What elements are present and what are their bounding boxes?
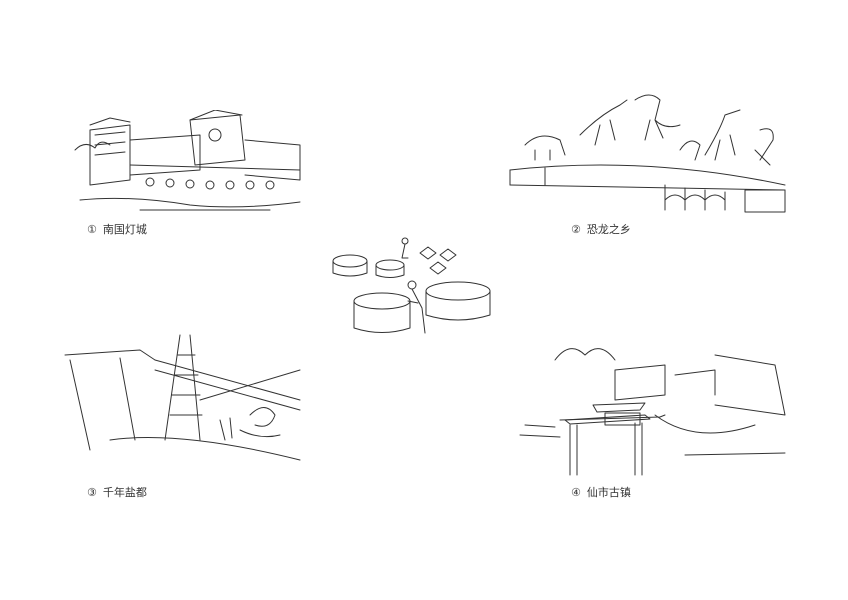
caption-label: 恐龙之乡 bbox=[586, 223, 631, 236]
caption-salt-capital: ③ 千年盐都 bbox=[87, 484, 147, 500]
salt-workers-sketch bbox=[330, 233, 500, 343]
caption-number: ② bbox=[571, 223, 581, 236]
caption-ancient-town: ④ 仙市古镇 bbox=[571, 484, 631, 500]
caption-label: 南国灯城 bbox=[102, 223, 147, 236]
caption-dinosaur-hometown: ② 恐龙之乡 bbox=[571, 221, 631, 237]
salt-capital-sketch bbox=[60, 330, 305, 470]
ancient-town-sketch bbox=[515, 335, 795, 480]
caption-number: ③ bbox=[87, 486, 97, 499]
caption-label: 千年盐都 bbox=[102, 486, 147, 499]
lantern-city-sketch bbox=[70, 110, 305, 215]
caption-lantern-city: ① 南国灯城 bbox=[87, 221, 147, 237]
dinosaur-hometown-sketch bbox=[505, 90, 790, 215]
caption-number: ④ bbox=[571, 486, 581, 499]
caption-number: ① bbox=[87, 223, 97, 236]
caption-label: 仙市古镇 bbox=[586, 486, 631, 499]
